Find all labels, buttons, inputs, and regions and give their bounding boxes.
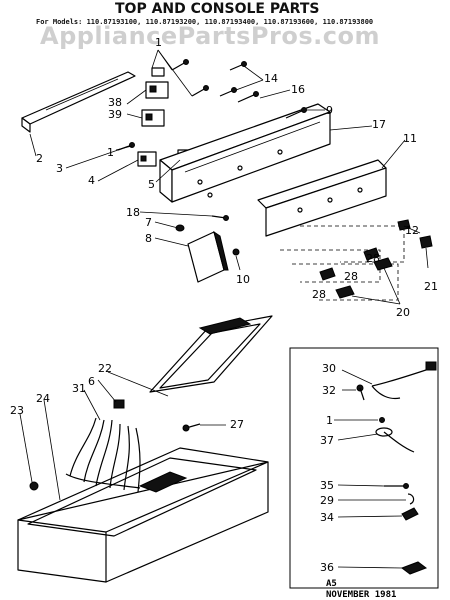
callout-37: 37 xyxy=(320,434,334,447)
callout-27: 27 xyxy=(230,418,244,431)
callout-28-a: 28 xyxy=(366,252,380,265)
callout-5: 5 xyxy=(148,178,155,191)
callout-8: 8 xyxy=(145,232,152,245)
callout-12: 12 xyxy=(405,224,419,237)
callout-1-mid: 1 xyxy=(107,146,114,159)
part-28-clip-b xyxy=(319,267,336,281)
callout-21: 21 xyxy=(424,280,438,293)
part-1b-screw xyxy=(379,417,385,423)
part-22-lid xyxy=(149,315,273,393)
callout-9: 9 xyxy=(326,104,333,117)
part-31-wire-harness xyxy=(65,417,141,493)
leader-lines xyxy=(19,49,429,569)
model-numbers: For Models: 110.87193100, 110.87193200, … xyxy=(36,18,373,26)
part-30-cord xyxy=(371,361,437,400)
callout-11: 11 xyxy=(403,132,417,145)
part-4-switch xyxy=(137,151,157,167)
callout-38: 38 xyxy=(108,96,122,109)
callout-30: 30 xyxy=(322,362,336,375)
part-34-terminal xyxy=(401,507,419,521)
callout-3: 3 xyxy=(56,162,63,175)
part-20-clip-a xyxy=(373,257,393,271)
part-17-console-bracket xyxy=(159,103,331,203)
screw-group-upper xyxy=(117,59,247,151)
callout-16: 16 xyxy=(291,83,305,96)
callout-1-top: 1 xyxy=(155,36,162,49)
part-38-switch xyxy=(145,81,169,99)
callout-32: 32 xyxy=(322,384,336,397)
part-35-screw xyxy=(384,483,409,489)
callout-7: 7 xyxy=(145,216,152,229)
callout-10: 10 xyxy=(236,273,250,286)
callout-18: 18 xyxy=(126,206,140,219)
inset-frame xyxy=(289,347,439,589)
part-27-screw xyxy=(182,423,201,432)
callout-28-c: 28 xyxy=(312,288,326,301)
callout-35: 35 xyxy=(320,479,334,492)
part-11-rear-panel xyxy=(257,159,387,237)
callout-4: 4 xyxy=(88,174,95,187)
part-37-clamp xyxy=(375,427,415,453)
callout-23: 23 xyxy=(10,404,24,417)
part-29-clip xyxy=(407,493,415,505)
callout-28-b: 28 xyxy=(344,270,358,283)
part-18-screw xyxy=(211,215,229,221)
part-24-cabinet-top xyxy=(17,447,269,583)
callout-22: 22 xyxy=(98,362,112,375)
part-23-foot xyxy=(29,481,39,491)
footer-date: NOVEMBER 1981 xyxy=(326,590,396,600)
part-36-block xyxy=(400,561,428,575)
part-28-clip-a xyxy=(363,247,380,261)
callout-24: 24 xyxy=(36,392,50,405)
callout-labels: 1 14 16 9 17 11 38 39 1 3 2 4 5 18 7 8 1… xyxy=(10,36,438,574)
callout-2: 2 xyxy=(36,152,43,165)
part-20-clip-b xyxy=(335,285,355,299)
callout-6: 6 xyxy=(88,375,95,388)
callout-29: 29 xyxy=(320,494,334,507)
part-7-washer xyxy=(175,224,185,232)
part-top-clip xyxy=(151,67,165,77)
callout-36: 36 xyxy=(320,561,334,574)
part-32-screw xyxy=(356,384,365,401)
callout-39: 39 xyxy=(108,108,122,121)
part-14-screw xyxy=(237,91,259,103)
footer-code: A5 xyxy=(326,579,337,589)
part-39-switch xyxy=(141,109,165,127)
part-8-knob xyxy=(187,230,229,283)
callout-20: 20 xyxy=(396,306,410,319)
part-10-screw xyxy=(232,248,240,256)
callout-31: 31 xyxy=(72,382,86,395)
part-2-panel xyxy=(21,71,136,133)
callout-14: 14 xyxy=(264,72,278,85)
part-21-clip xyxy=(419,235,433,249)
callout-1-inset: 1 xyxy=(326,414,333,427)
part-9-screw xyxy=(285,107,307,119)
callout-34: 34 xyxy=(320,511,334,524)
part-6-connector xyxy=(113,399,125,409)
diagram-title: TOP AND CONSOLE PARTS xyxy=(115,1,319,17)
watermark-text: AppliancePartsPros.com xyxy=(40,22,380,50)
callout-17: 17 xyxy=(372,118,386,131)
